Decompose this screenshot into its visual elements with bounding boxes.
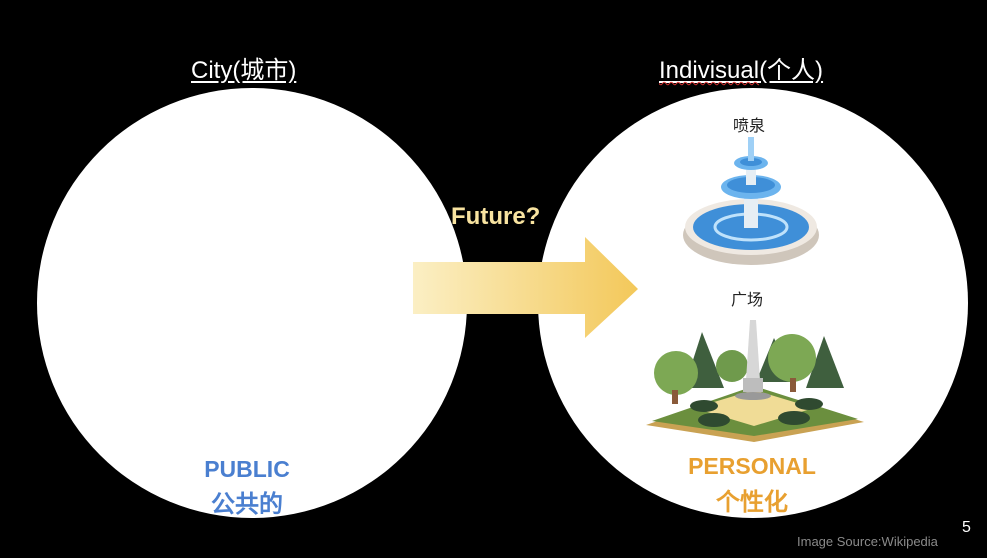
right-title: Indivisual(个人) <box>659 50 823 85</box>
public-label: PUBLIC <box>204 456 290 482</box>
public-label-zh: 公共的 <box>211 491 283 518</box>
fountain-label: 喷泉 <box>733 118 766 135</box>
personal-label: PERSONAL <box>688 453 816 479</box>
page-number: 5 <box>962 519 971 536</box>
plaza-icon <box>646 320 864 442</box>
future-arrow <box>413 237 638 338</box>
city-circle <box>37 88 467 518</box>
right-title-word: Indivisual <box>659 57 760 84</box>
right-title-suffix: (个人) <box>759 57 824 84</box>
left-title: City(城市) <box>191 57 297 84</box>
plaza-label: 广场 <box>731 292 764 309</box>
personal-label-zh: 个性化 <box>716 489 788 516</box>
fountain-icon <box>683 137 819 265</box>
image-source: Image Source:Wikipedia <box>797 534 938 549</box>
future-label: Future? <box>451 203 541 230</box>
